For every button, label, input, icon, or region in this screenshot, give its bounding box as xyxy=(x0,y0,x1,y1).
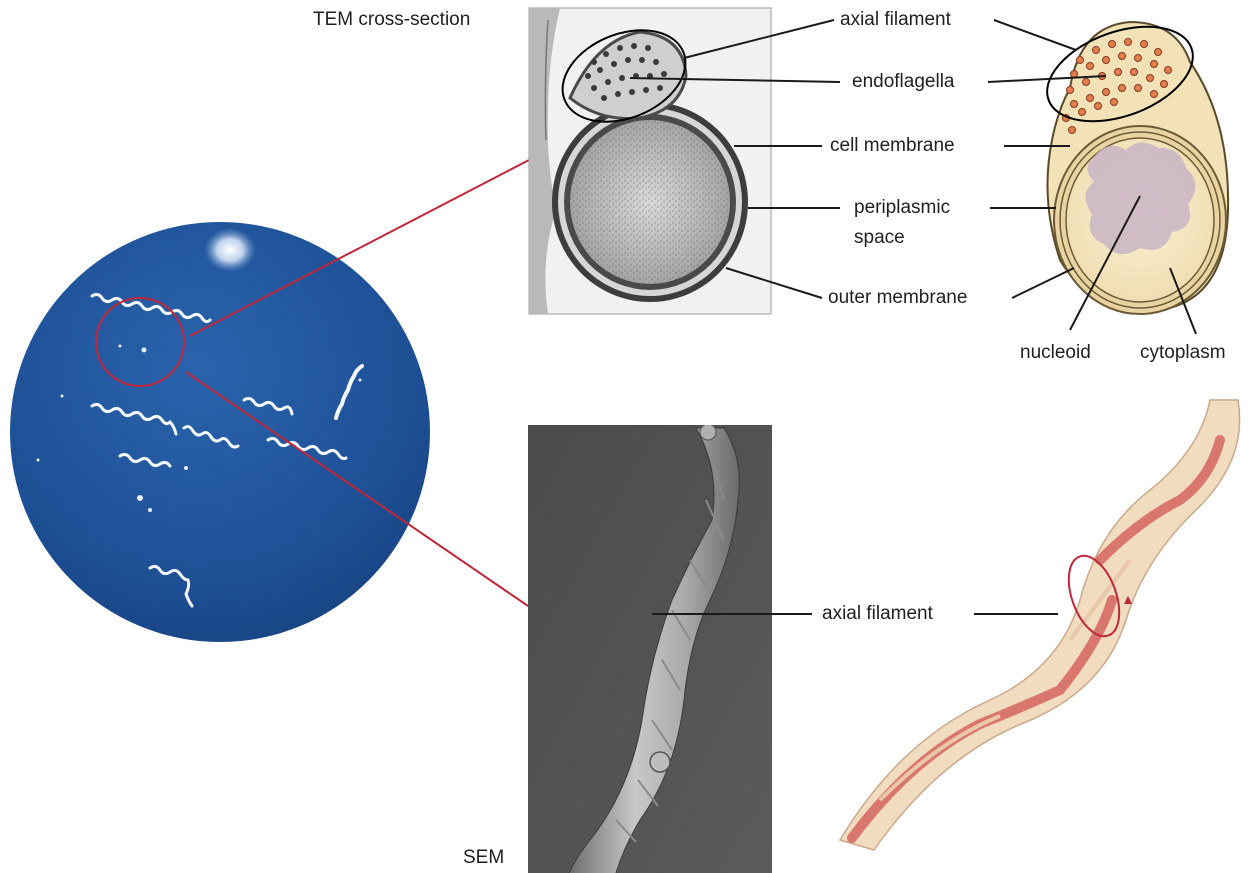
tem-caption: TEM cross-section xyxy=(313,8,470,32)
label-sem-axial-filament: axial filament xyxy=(822,602,933,626)
label-periplasmic-space-line2: space xyxy=(854,226,905,250)
cell-cross-section-drawing xyxy=(1034,9,1228,314)
bright-spot xyxy=(204,228,256,272)
label-periplasmic-space-line1: periplasmic xyxy=(854,196,950,220)
sem-bleb xyxy=(650,752,670,772)
label-endoflagella: endoflagella xyxy=(852,70,954,94)
label-nucleoid: nucleoid xyxy=(1020,341,1091,365)
sem-micrograph xyxy=(528,424,772,873)
light-micrograph xyxy=(10,222,430,642)
tem-micrograph xyxy=(529,8,771,314)
sem-caption: SEM xyxy=(463,846,504,870)
label-axial-filament: axial filament xyxy=(840,8,951,32)
label-cytoplasm: cytoplasm xyxy=(1140,341,1226,365)
label-outer-membrane: outer membrane xyxy=(828,286,967,310)
label-cell-membrane: cell membrane xyxy=(830,134,955,158)
